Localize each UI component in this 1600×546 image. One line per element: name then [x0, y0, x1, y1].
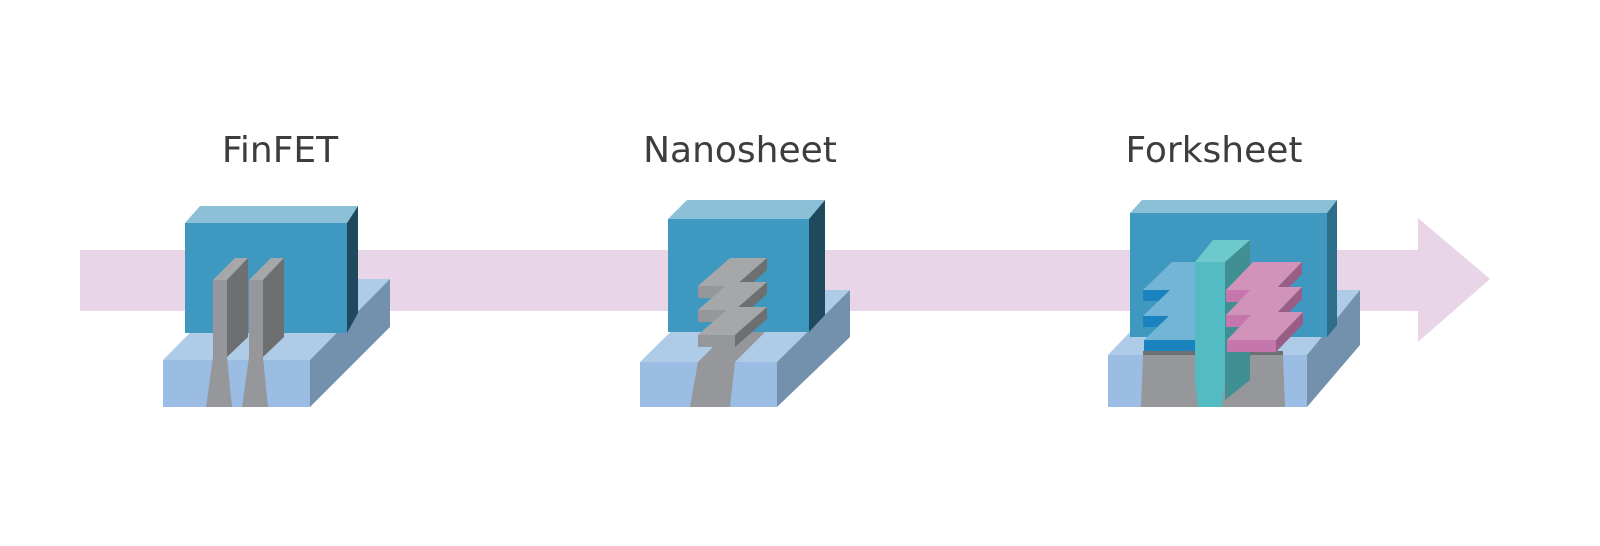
substrate-side — [310, 279, 390, 407]
substrate-front — [163, 360, 310, 407]
fin — [206, 258, 248, 407]
gate-side — [347, 206, 358, 333]
nanosheet-label: Nanosheet — [643, 130, 837, 171]
gate-side — [809, 200, 825, 332]
substrate-side — [1307, 290, 1360, 407]
dielectric-wall-top — [1195, 240, 1250, 262]
gate-top — [185, 206, 358, 223]
fin — [242, 258, 284, 407]
nanosheet-device: Nanosheet — [640, 130, 850, 407]
pmos-nanosheet — [1227, 312, 1303, 352]
finfet-label: FinFET — [222, 130, 339, 171]
gate-top — [1130, 200, 1337, 213]
nanosheet — [698, 307, 767, 347]
gate-side — [1327, 200, 1337, 337]
forksheet-device: Forksheet — [1108, 130, 1360, 407]
dielectric-wall-front — [1195, 262, 1225, 407]
channel-base — [690, 362, 735, 407]
finfet-device: FinFET — [163, 130, 390, 407]
gate-top — [668, 200, 825, 219]
substrate-side — [777, 290, 850, 407]
forksheet-label: Forksheet — [1125, 130, 1302, 171]
